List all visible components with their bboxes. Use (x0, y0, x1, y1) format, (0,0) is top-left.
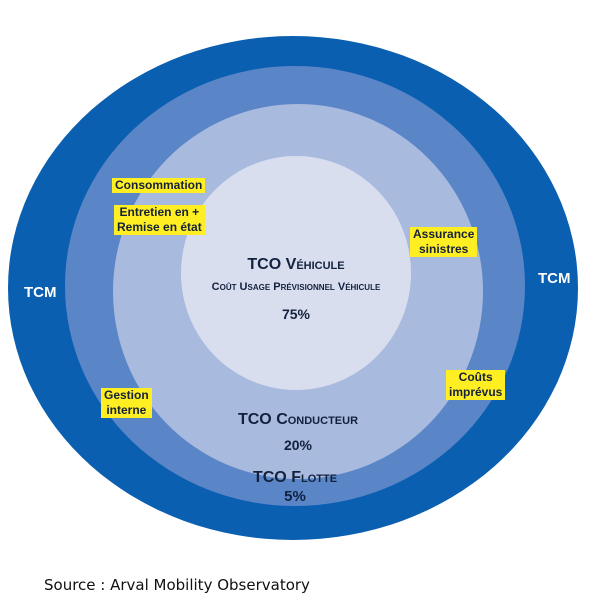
tco-flotte-title: TCO Flotte (205, 470, 385, 486)
tco-conducteur-title-word: Conducteur (276, 411, 359, 428)
tag-gestion-interne: Gestion interne (101, 388, 152, 418)
tag-assurance-line2: sinistres (419, 242, 469, 256)
tag-couts-line1: Coûts (458, 370, 493, 384)
tco-vehicule-title-word: Véhicule (285, 256, 345, 273)
tco-vehicule-title: TCO Véhicule (181, 257, 411, 273)
tag-entretien-remise-en-etat: Entretien en + Remise en état (114, 205, 205, 235)
tco-flotte-title-word: Flotte (291, 469, 338, 486)
source-caption: Source : Arval Mobility Observatory (44, 576, 310, 594)
tco-conducteur-title: TCO Conducteur (198, 412, 398, 428)
tag-consommation: Consommation (112, 178, 206, 193)
tag-gestion-line2: interne (106, 403, 147, 417)
tcm-label-left: TCM (24, 284, 57, 301)
tag-gestion-line1: Gestion (104, 388, 149, 402)
tco-conducteur-percent: 20% (283, 437, 313, 453)
tag-assurance-line1: Assurance (413, 227, 475, 241)
tag-entretien-line2: Remise en état (117, 220, 202, 234)
tco-vehicule-subtitle: Coût Usage Prévisionnel Véhicule (211, 281, 381, 293)
tag-couts-imprevus: Coûts imprévus (446, 370, 506, 400)
tco-vehicule-percent: 75% (281, 306, 311, 322)
tco-vehicule-title-prefix: TCO (247, 256, 282, 273)
tco-vehicule-core (181, 156, 411, 390)
tco-flotte-percent: 5% (284, 488, 306, 505)
tag-entretien-line1: Entretien en + (119, 205, 200, 219)
tco-conducteur-title-prefix: TCO (237, 411, 272, 428)
tag-assurance-sinistres: Assurance sinistres (410, 227, 478, 257)
tco-flotte-title-prefix: TCO (252, 469, 287, 486)
tag-couts-line2: imprévus (449, 385, 503, 399)
tcm-label-right: TCM (538, 270, 571, 287)
